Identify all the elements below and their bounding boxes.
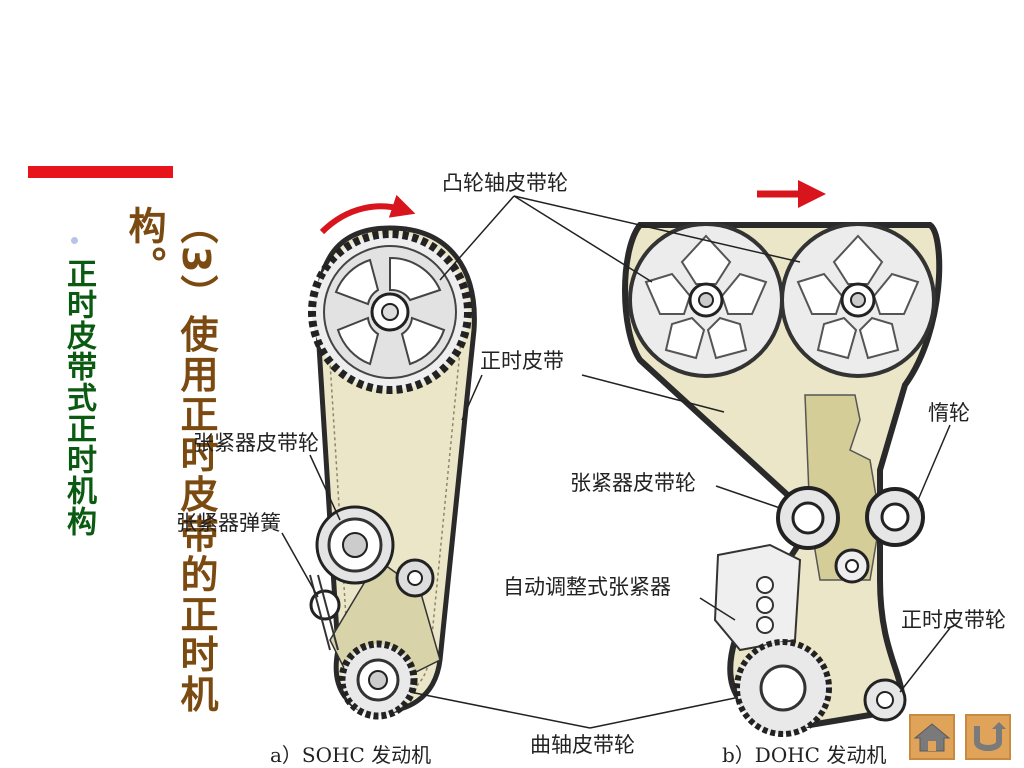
label-timing-belt-pulley: 正时皮带轮 [901,608,1006,632]
label-idler: 惰轮 [928,401,970,425]
dohc-engine [622,180,943,737]
sohc-rotation-arrow [319,194,416,235]
accent-bar [28,166,173,178]
main-title: （3）使用正时皮带的正时机构。 [122,206,218,715]
bullet-dot [71,237,78,244]
label-tensioner-spring: 张紧器弹簧 [176,511,281,535]
return-icon [974,722,1006,751]
dohc-auto-tensioner [713,543,802,652]
side-title: 正时皮带式正时机构 [61,258,96,537]
dohc-camshaft-pulley-left [628,222,784,378]
home-button[interactable] [909,714,955,760]
return-button[interactable] [965,714,1011,760]
label-tensioner-pulley-b: 张紧器皮带轮 [570,471,696,495]
caption-dohc: b）DOHC 发动机 [722,743,886,767]
sohc-engine [308,194,477,720]
label-timing-belt: 正时皮带 [480,349,564,373]
label-crankshaft-pulley: 曲轴皮带轮 [530,733,635,757]
dohc-camshaft-pulley-right [780,222,936,378]
label-camshaft-pulley: 凸轮轴皮带轮 [442,171,568,195]
home-icon [913,723,951,752]
label-tensioner-pulley-a: 张紧器皮带轮 [193,431,319,455]
leader-lines [281,195,951,729]
caption-sohc: a）SOHC 发动机 [270,743,431,767]
label-auto-tensioner: 自动调整式张紧器 [503,575,671,599]
